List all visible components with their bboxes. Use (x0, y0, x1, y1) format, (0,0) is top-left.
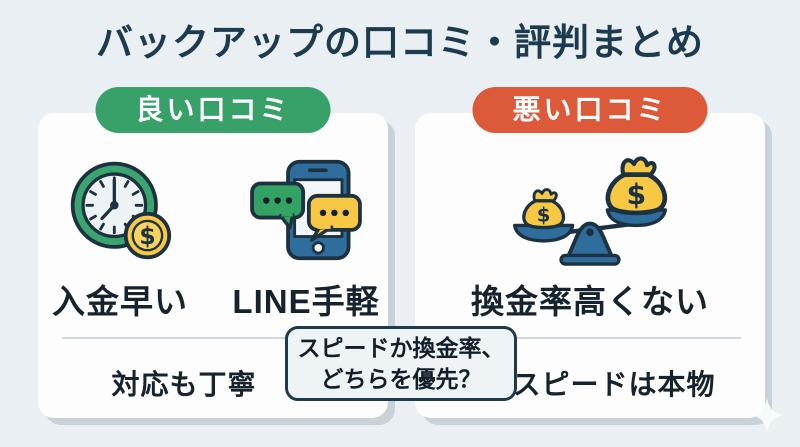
review-item-line-easy: LINE手軽 (228, 153, 384, 323)
bad-items-row: $ 換金率高くない (415, 153, 765, 323)
review-item-fast-deposit: $ 入金早い (42, 153, 198, 323)
balance-scale-icon: $ (511, 153, 669, 267)
bad-footer-label: スピードは本物 (512, 369, 716, 400)
bad-reviews-badge: 悪い口コミ (472, 87, 708, 133)
center-question-bubble: スピードか換金率、 どちらを優先？ (285, 326, 517, 401)
divider (62, 337, 364, 339)
svg-text:$: $ (139, 222, 155, 250)
good-reviews-card: 良い口コミ (38, 87, 388, 418)
divider (439, 337, 741, 339)
good-reviews-badge: 良い口コミ (95, 87, 331, 133)
bubble-line-1: スピードか換金率、 (297, 335, 505, 362)
review-item-exchange-rate: $ 換金率高くない (450, 153, 730, 323)
good-items-row: $ 入金早い (38, 153, 388, 323)
clock-coin-icon: $ (67, 153, 173, 267)
page-title: バックアップの口コミ・評判まとめ (96, 22, 704, 63)
bubble-line-2: どちらを優先？ (320, 365, 482, 392)
good-footer-label: 対応も丁寧 (111, 369, 257, 400)
item-label: LINE手軽 (232, 283, 380, 320)
item-label: 入金早い (52, 283, 188, 320)
sparkle-icon (750, 398, 784, 432)
bad-reviews-card: 悪い口コミ $ (415, 87, 765, 418)
item-label: 換金率高くない (471, 283, 709, 320)
phone-chat-icon (249, 153, 363, 267)
